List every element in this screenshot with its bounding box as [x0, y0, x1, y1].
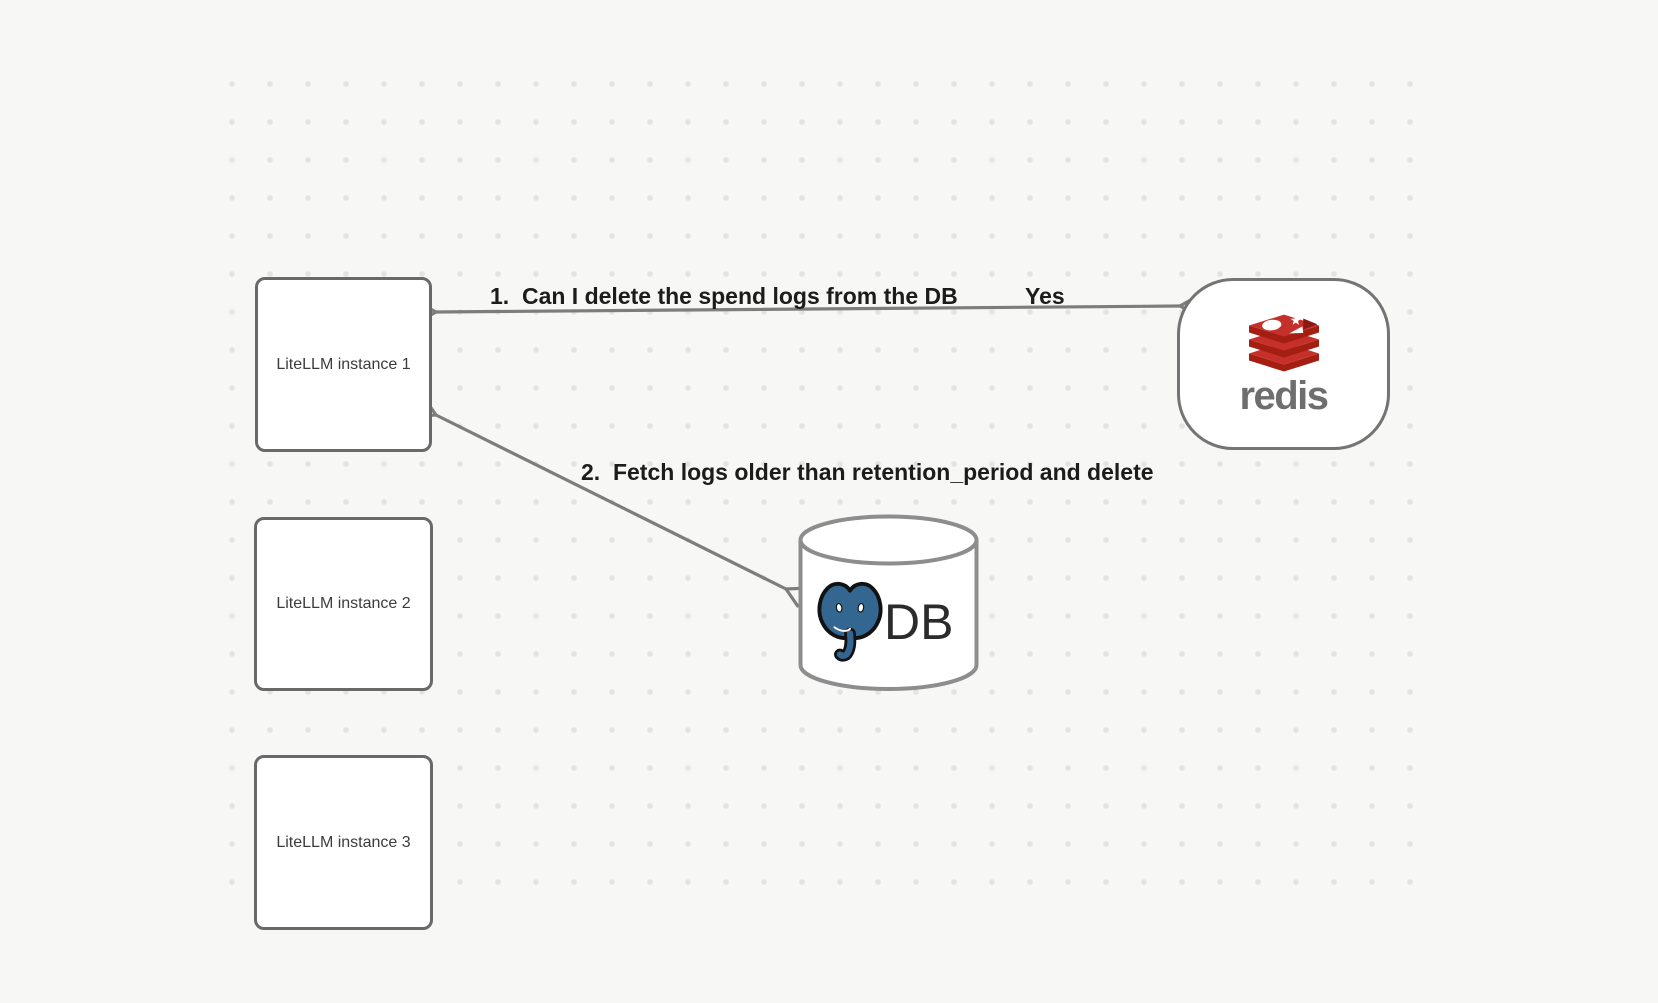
edge-label-delete-spend-logs: 1. Can I delete the spend logs from the …	[490, 283, 958, 309]
database-label: DB	[884, 594, 954, 650]
node-label: LiteLLM instance 1	[276, 355, 411, 373]
edge-label-fetch-logs: 2. Fetch logs older than retention_perio…	[581, 459, 1154, 485]
node-redis: redis	[1177, 278, 1390, 450]
redis-cube-icon	[1248, 314, 1319, 372]
node-label: LiteLLM instance 3	[276, 833, 411, 851]
database-cylinder	[798, 514, 979, 691]
postgresql-elephant-icon	[817, 582, 883, 662]
redis-wordmark: redis	[1239, 374, 1329, 418]
edge-response-yes: Yes	[1025, 283, 1065, 309]
node-label: LiteLLM instance 2	[276, 595, 411, 612]
node-litellm-instance-2: LiteLLM instance 2	[254, 517, 433, 691]
node-litellm-instance-1: LiteLLM instance 1	[255, 277, 432, 452]
node-litellm-instance-3: LiteLLM instance 3	[254, 755, 433, 930]
